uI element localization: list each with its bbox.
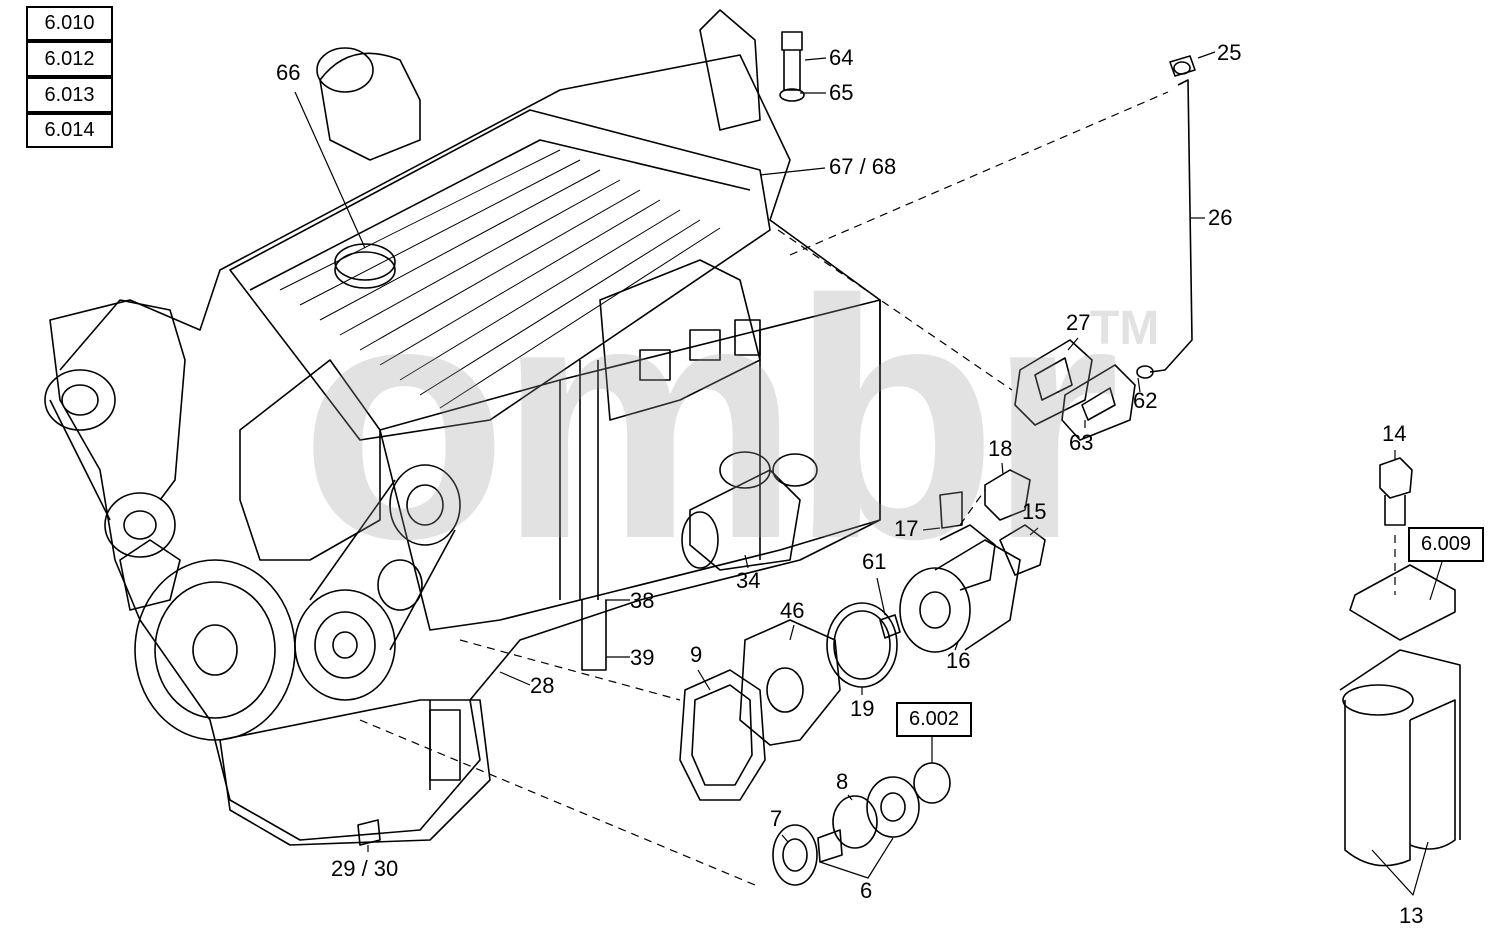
callout-6: 6: [860, 878, 873, 903]
ref-box-6-010[interactable]: 6.010: [26, 6, 113, 41]
ref-box-6-002[interactable]: 6.002: [896, 702, 972, 737]
callout-65: 65: [829, 80, 854, 105]
callout-19: 19: [850, 696, 875, 721]
callout-28: 28: [530, 673, 555, 698]
callout-16: 16: [946, 648, 971, 673]
callout-62: 62: [1133, 388, 1158, 413]
ref-box-6-013[interactable]: 6.013: [26, 77, 113, 113]
callout-15: 15: [1022, 499, 1047, 524]
callout-34: 34: [736, 568, 761, 593]
callout-63: 63: [1069, 430, 1094, 455]
ref-box-6-012[interactable]: 6.012: [26, 41, 113, 77]
callout-14: 14: [1382, 421, 1407, 446]
callout-9: 9: [690, 642, 703, 667]
callout-46: 46: [780, 598, 805, 623]
ref-box-6-014[interactable]: 6.014: [26, 113, 113, 148]
callout-39: 39: [630, 645, 655, 670]
callout-25: 25: [1217, 40, 1242, 65]
callout-8: 8: [836, 769, 849, 794]
callout-17: 17: [894, 516, 919, 541]
callout-66: 66: [276, 60, 301, 85]
exploded-parts: [679, 31, 1461, 886]
engine-assembly: [44, 9, 881, 846]
callout-38: 38: [630, 588, 655, 613]
callout-18: 18: [988, 436, 1013, 461]
callout-13: 13: [1399, 903, 1424, 928]
callout-61: 61: [862, 549, 887, 574]
leader-lines: [294, 51, 1443, 896]
callout-64: 64: [829, 45, 854, 70]
callout-26: 26: [1208, 205, 1233, 230]
alignment-lines: [359, 91, 1396, 886]
callout-7: 7: [770, 806, 783, 831]
ref-box-6-009[interactable]: 6.009: [1408, 527, 1484, 562]
callout-27: 27: [1066, 310, 1091, 335]
callout-29-30: 29 / 30: [331, 856, 399, 881]
callout-67-68: 67 / 68: [829, 154, 897, 179]
